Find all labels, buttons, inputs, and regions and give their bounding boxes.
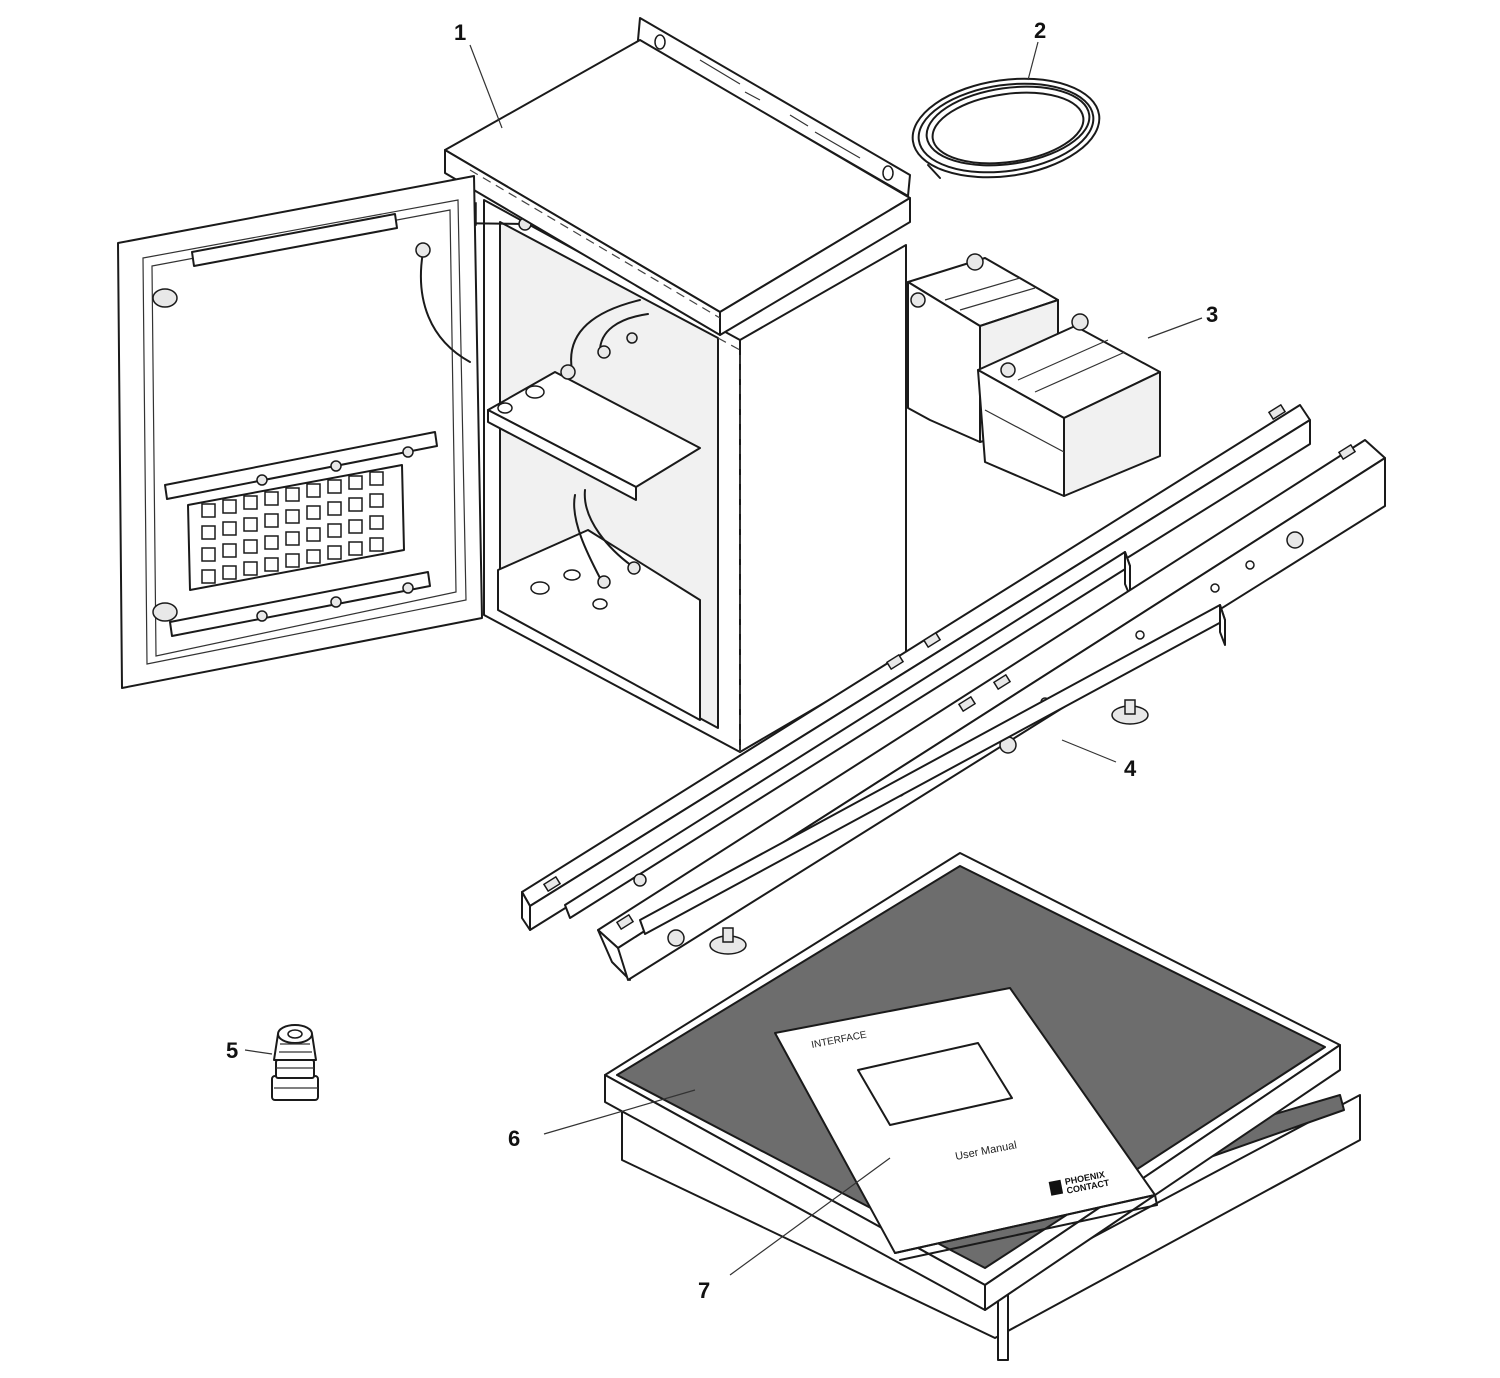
callout-4: 4: [1124, 756, 1137, 781]
user-manual: INTERFACE User Manual PHOENIX CONTACT: [774, 987, 1158, 1261]
callout-5: 5: [226, 1038, 238, 1063]
rail-clamps: [633, 699, 1149, 955]
vent-grid: [201, 471, 384, 584]
enclosure-door: [117, 175, 483, 689]
callout-1: 1: [454, 20, 466, 45]
callout-3: 3: [1206, 302, 1218, 327]
mounting-plate-lower: [639, 604, 1226, 935]
enclosure-cabinet: [348, 17, 911, 753]
callout-6: 6: [508, 1126, 520, 1151]
battery-front: [977, 313, 1161, 497]
mounting-rail-lower: [597, 439, 1386, 981]
mounting-rail-upper: [521, 403, 1311, 931]
cable-coil: [911, 77, 1101, 179]
phoenix-contact-logo: PHOENIX CONTACT: [1048, 1169, 1111, 1196]
cable-gland: [271, 1024, 319, 1101]
callout-2: 2: [1034, 18, 1046, 43]
leader-lines: [244, 41, 1203, 1276]
callout-7: 7: [698, 1278, 710, 1303]
